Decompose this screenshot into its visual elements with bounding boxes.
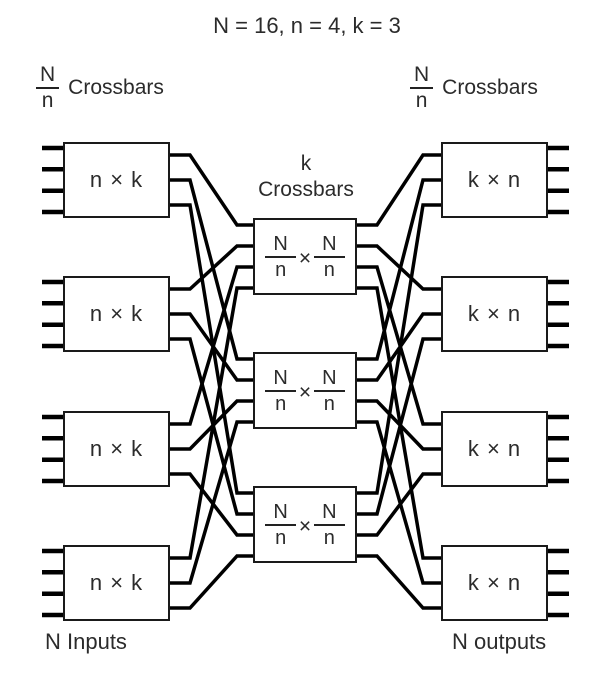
- right-crossbars-text: Crossbars: [442, 76, 538, 100]
- fraction-numerator: N: [265, 233, 296, 258]
- middle-egress-wire: [356, 153, 442, 227]
- egress-switch-3: k × n: [441, 411, 548, 487]
- egress-switch-label: k × n: [467, 301, 522, 326]
- middle-crossbars-label: k Crossbars: [229, 151, 383, 203]
- ingress-switch-label: n × k: [89, 436, 144, 461]
- ingress-middle-wire: [169, 554, 254, 610]
- fraction-numerator: N: [36, 63, 60, 90]
- right-crossbars-label: N n Crossbars: [410, 63, 538, 113]
- ingress-switch-4: n × k: [63, 545, 170, 621]
- ingress-middle-wire: [169, 420, 254, 585]
- fraction-numerator: N: [314, 233, 345, 258]
- left-crossbars-text: Crossbars: [68, 76, 164, 100]
- fraction-denominator: n: [275, 526, 287, 549]
- fraction-denominator: n: [323, 526, 335, 549]
- egress-switch-4: k × n: [441, 545, 548, 621]
- ingress-switch-label: n × k: [89, 301, 144, 326]
- middle-egress-wire: [356, 178, 442, 361]
- middle-egress-wire: [356, 472, 442, 537]
- egress-switch-2: k × n: [441, 276, 548, 352]
- egress-switch-label: k × n: [467, 167, 522, 192]
- fraction-numerator: N: [314, 367, 345, 392]
- fraction-denominator: n: [415, 89, 428, 113]
- middle-crossbars-text: Crossbars: [258, 178, 354, 201]
- egress-switch-label: k × n: [467, 570, 522, 595]
- middle-egress-wire: [356, 554, 442, 610]
- ingress-middle-wire: [169, 153, 254, 227]
- ingress-middle-wire: [169, 265, 254, 426]
- ingress-middle-wire: [169, 244, 254, 291]
- ingress-switch-label: n × k: [89, 167, 144, 192]
- egress-switch-label: k × n: [467, 436, 522, 461]
- outputs-label: N outputs: [452, 629, 547, 654]
- ingress-switch-1: n × k: [63, 142, 170, 218]
- middle-egress-wire: [356, 203, 442, 495]
- ingress-middle-wire: [169, 286, 254, 560]
- fraction-denominator: n: [275, 258, 287, 281]
- times-operator: ×: [298, 514, 312, 538]
- middle-crossbars-count: k: [300, 152, 312, 175]
- left-crossbars-label: N n Crossbars: [36, 63, 164, 113]
- middle-egress-wire: [356, 337, 442, 516]
- fraction-denominator: n: [41, 89, 54, 113]
- fraction-numerator: N: [265, 501, 296, 526]
- fraction-numerator: N: [314, 501, 345, 526]
- fraction-numerator: N: [265, 367, 296, 392]
- fraction-denominator: n: [323, 258, 335, 281]
- times-operator: ×: [298, 380, 312, 404]
- left-n-over-n-fraction: N n: [36, 63, 60, 113]
- fraction-denominator: n: [275, 392, 287, 415]
- egress-switch-1: k × n: [441, 142, 548, 218]
- diagram-title: N = 16, n = 4, k = 3: [213, 13, 401, 38]
- fraction-numerator: N: [410, 63, 434, 90]
- ingress-switch-2: n × k: [63, 276, 170, 352]
- inputs-label: N Inputs: [45, 629, 127, 654]
- ingress-switch-label: n × k: [89, 570, 144, 595]
- right-n-over-n-fraction: N n: [410, 63, 434, 113]
- ingress-switch-3: n × k: [63, 411, 170, 487]
- fraction-denominator: n: [323, 392, 335, 415]
- times-operator: ×: [298, 246, 312, 270]
